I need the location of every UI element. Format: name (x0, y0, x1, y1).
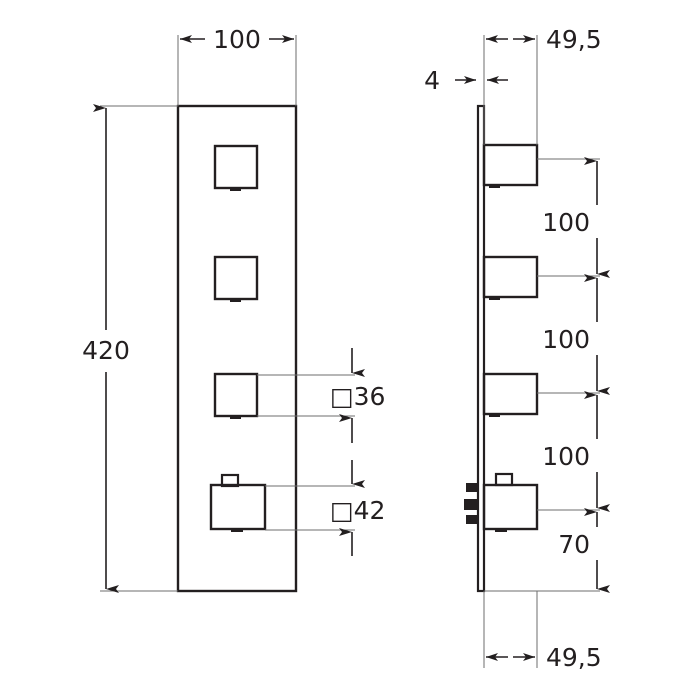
side-view: 49,5 4 100 100 100 (424, 25, 610, 672)
dim-label-depth-bottom: 49,5 (546, 643, 602, 672)
connector-nub-2 (464, 499, 478, 510)
side-handle-3-nub (489, 413, 500, 417)
dim-label-plate-thickness: 4 (424, 66, 440, 95)
handle-3-body (213, 372, 259, 418)
side-handle-2 (482, 255, 539, 300)
handle-1-body (213, 144, 259, 190)
side-handle-4-body (482, 483, 539, 531)
dim-label-handle-small: □36 (330, 382, 385, 411)
handle-3-nub (230, 415, 241, 419)
handle-2-nub (230, 298, 241, 302)
handle-4-body (209, 483, 267, 531)
handle-4-nub (231, 528, 243, 532)
side-handle-2-body (482, 255, 539, 299)
handle-4 (209, 473, 267, 532)
dim-label-depth-top: 49,5 (546, 25, 602, 54)
side-handle-3 (482, 372, 539, 417)
side-handle-4-nub (495, 528, 507, 532)
dim-label-spacing-3: 100 (542, 442, 590, 471)
side-plate-outline (476, 104, 486, 593)
handle-2-body (213, 255, 259, 301)
side-handle-4-tab (494, 472, 514, 487)
front-plate-outline (176, 104, 298, 593)
side-handle-1-body (482, 143, 539, 187)
dim-label-front-height: 420 (82, 336, 130, 365)
side-handle-4 (482, 472, 539, 532)
handle-2 (213, 255, 259, 302)
front-view: 100 420 □36 □42 (82, 25, 385, 593)
dim-label-handle-large: □42 (330, 496, 385, 525)
connector-nub-3 (466, 515, 478, 524)
connector-nub-1 (466, 483, 478, 492)
side-handle-1-nub (489, 184, 500, 188)
side-handle-3-body (482, 372, 539, 416)
handle-1 (213, 144, 259, 191)
side-handle-1 (482, 143, 539, 188)
side-handle-2-nub (489, 296, 500, 300)
dim-label-spacing-4: 70 (558, 530, 590, 559)
dim-label-spacing-2: 100 (542, 325, 590, 354)
handle-1-nub (230, 187, 241, 191)
dim-label-spacing-1: 100 (542, 208, 590, 237)
dim-label-front-width: 100 (213, 25, 261, 54)
handle-3 (213, 372, 259, 419)
